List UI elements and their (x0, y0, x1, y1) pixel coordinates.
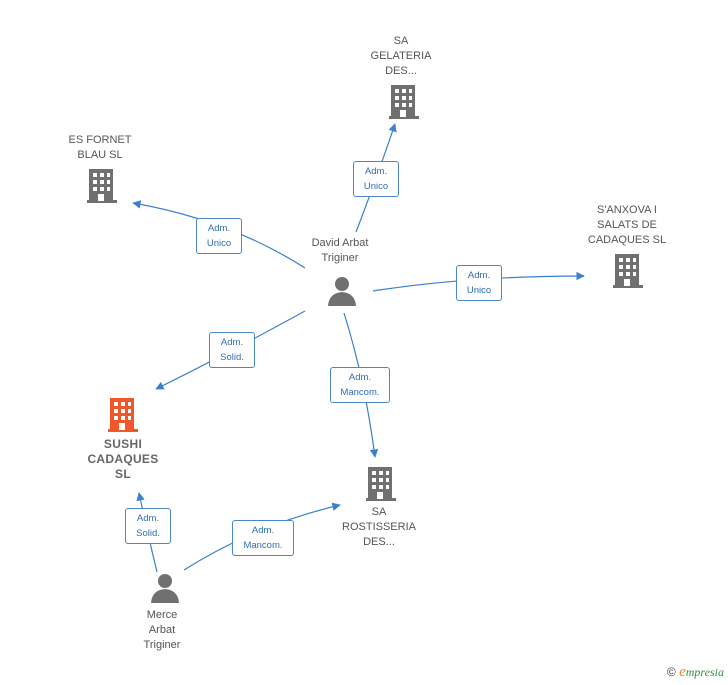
edge-label-david-rostisseria[interactable]: Adm. Mancom. (330, 367, 390, 403)
node-label-david[interactable]: David Arbat Triginer (311, 237, 369, 264)
edge-label-david-fornet[interactable]: Adm. Unico (196, 218, 242, 254)
building-icon[interactable] (87, 169, 117, 203)
building-icon-focus[interactable] (108, 398, 138, 432)
building-icon[interactable] (613, 254, 643, 288)
node-label-sa-rostisseria[interactable]: SA ROSTISSERIA DES... (342, 506, 416, 548)
node-label-sanxova[interactable]: S'ANXOVA I SALATS DE CADAQUES SL (587, 204, 667, 246)
footer-branding: © empresia (667, 664, 724, 681)
edge-label-david-sanxova[interactable]: Adm. Unico (456, 265, 502, 301)
node-label-sa-gelateria[interactable]: SA GELATERIA DES... (370, 35, 432, 77)
node-label-merce[interactable]: Merce Arbat Triginer (143, 609, 181, 651)
edge-label-merce-rostisseria[interactable]: Adm. Mancom. (232, 520, 294, 556)
brand-logo[interactable]: empresia (679, 664, 724, 680)
building-icon[interactable] (389, 85, 419, 119)
person-icon[interactable] (327, 276, 357, 306)
person-icon[interactable] (150, 573, 180, 603)
edge-label-merce-sushi[interactable]: Adm. Solid. (125, 508, 171, 544)
edge-label-david-sushi[interactable]: Adm. Solid. (209, 332, 255, 368)
node-label-sushi[interactable]: SUSHI CADAQUES SL (87, 437, 159, 481)
edge-label-david-gelateria[interactable]: Adm. Unico (353, 161, 399, 197)
building-icon[interactable] (366, 467, 396, 501)
node-label-es-fornet[interactable]: ES FORNET BLAU SL (68, 134, 132, 161)
copyright-symbol: © (666, 665, 676, 679)
